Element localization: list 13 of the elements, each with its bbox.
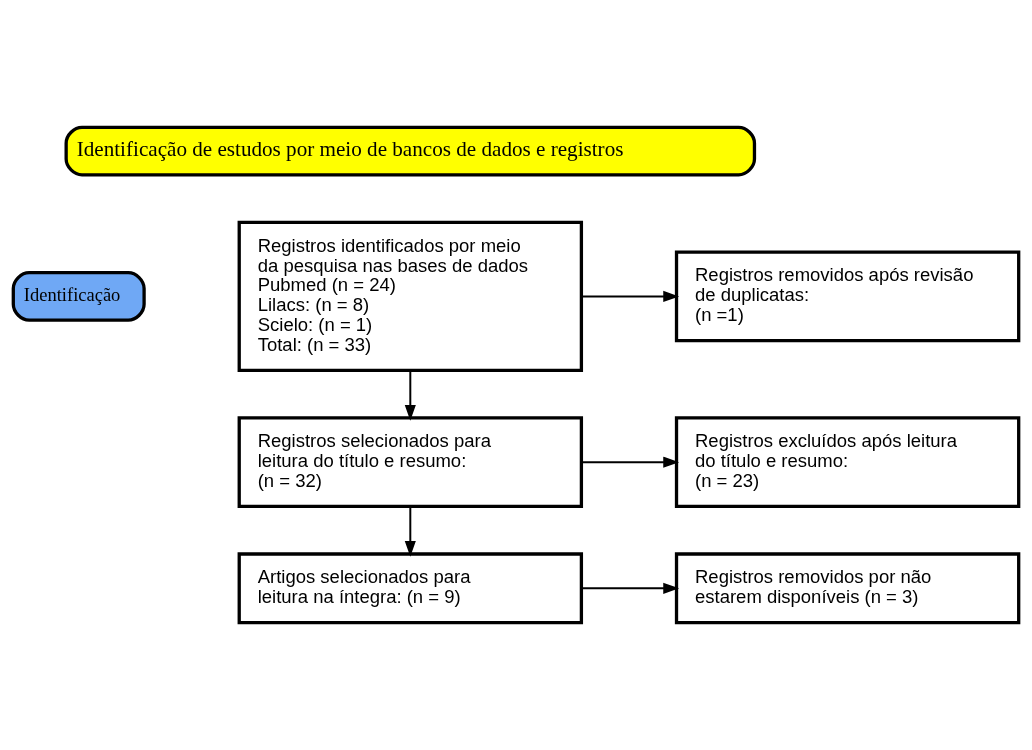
node-box: Registros removidos após revisão de duplicatas: (n =1)	[674, 250, 1021, 343]
node-box: Identificação de estudos por meio de bancos de dados e registros	[64, 125, 757, 177]
node-box: Registros selecionados para leitura do título e resumo: (n = 32)	[237, 416, 584, 509]
node-box: Registros removidos por não estarem disponíveis (n = 3)	[674, 552, 1021, 625]
arrow	[580, 582, 680, 594]
node-box: Identificação	[11, 270, 146, 322]
arrow	[404, 505, 416, 557]
node-box: Artigos selecionados para leitura na íntegra: (n = 9)	[237, 552, 584, 625]
node-box: Registros identificados por meio da pesquisa nas bases de dados Pubmed (n = 24) Lilacs: (n = 8) Scielo: (n = 1) Total: (n = 33)	[237, 220, 584, 373]
arrow	[404, 369, 416, 421]
arrow	[580, 290, 680, 302]
arrow	[580, 456, 680, 468]
node-box: Registros excluídos após leitura do título e resumo: (n = 23)	[674, 416, 1021, 509]
